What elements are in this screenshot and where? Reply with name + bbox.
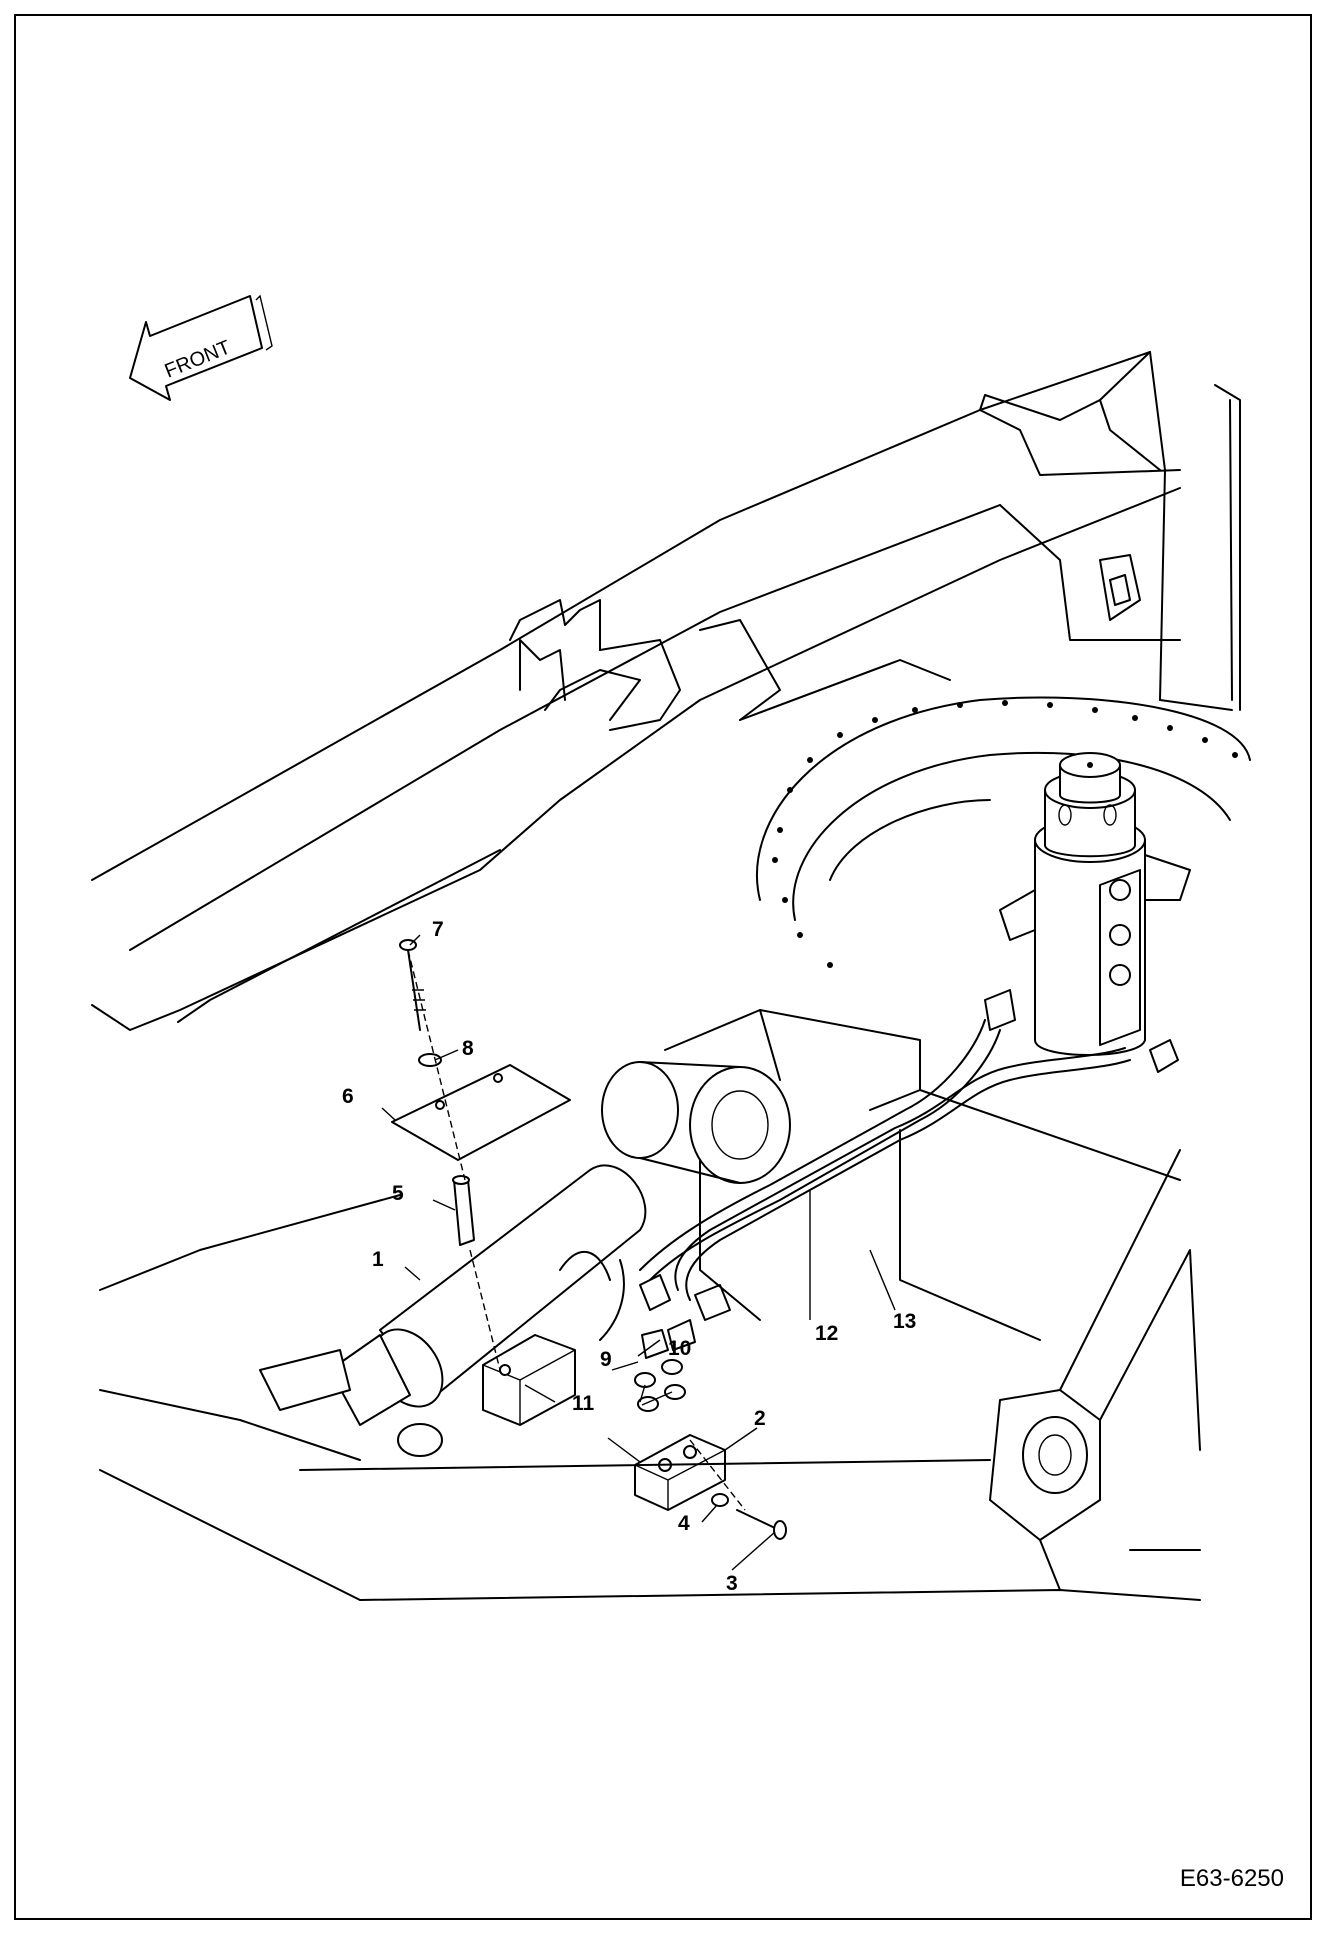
slewing-ring [755, 696, 1251, 968]
cylinder-part-1 [99, 1164, 647, 1461]
callout-7: 7 [432, 918, 444, 941]
frame-bracket [509, 599, 951, 731]
assembly-center-lines [407, 949, 746, 1511]
callout-5: 5 [392, 1182, 404, 1205]
callout-9: 9 [600, 1348, 612, 1371]
washer-part-4 [711, 1493, 729, 1507]
callout-6: 6 [342, 1085, 354, 1108]
callout-12: 12 [815, 1322, 838, 1345]
drawing-reference-number: E63-6250 [1179, 1865, 1284, 1892]
hydraulic-hoses [639, 989, 1179, 1321]
leader-lines [381, 934, 896, 1571]
lower-frame [99, 1149, 1201, 1601]
mounting-block [482, 1334, 576, 1426]
ring-bolt-holes [772, 700, 1238, 968]
front-direction-arrow: FRONT [129, 294, 273, 401]
callout-13: 13 [893, 1310, 916, 1333]
callout-11: 11 [572, 1392, 595, 1415]
spacer-part-5 [452, 1175, 475, 1246]
drawing-frame [14, 14, 1312, 1920]
callout-8: 8 [462, 1037, 474, 1060]
rotary-joint [999, 752, 1191, 1056]
bolt-part-3 [736, 1509, 787, 1540]
bolt-part-7 [399, 939, 426, 1031]
fittings [634, 1319, 696, 1412]
callout-labels: 7 8 6 5 1 9 10 11 2 4 3 12 13 [342, 918, 916, 1595]
cover-plate-part-6 [391, 1064, 571, 1161]
pivot-boss [601, 1061, 791, 1184]
callout-10: 10 [668, 1337, 691, 1360]
washer-part-8 [418, 1053, 442, 1067]
callout-1: 1 [372, 1248, 384, 1271]
callout-2: 2 [754, 1407, 766, 1430]
upper-frame-beam [91, 351, 1241, 1031]
callout-4: 4 [678, 1512, 690, 1535]
callout-3: 3 [726, 1572, 738, 1595]
center-cross-member [664, 1009, 1181, 1341]
